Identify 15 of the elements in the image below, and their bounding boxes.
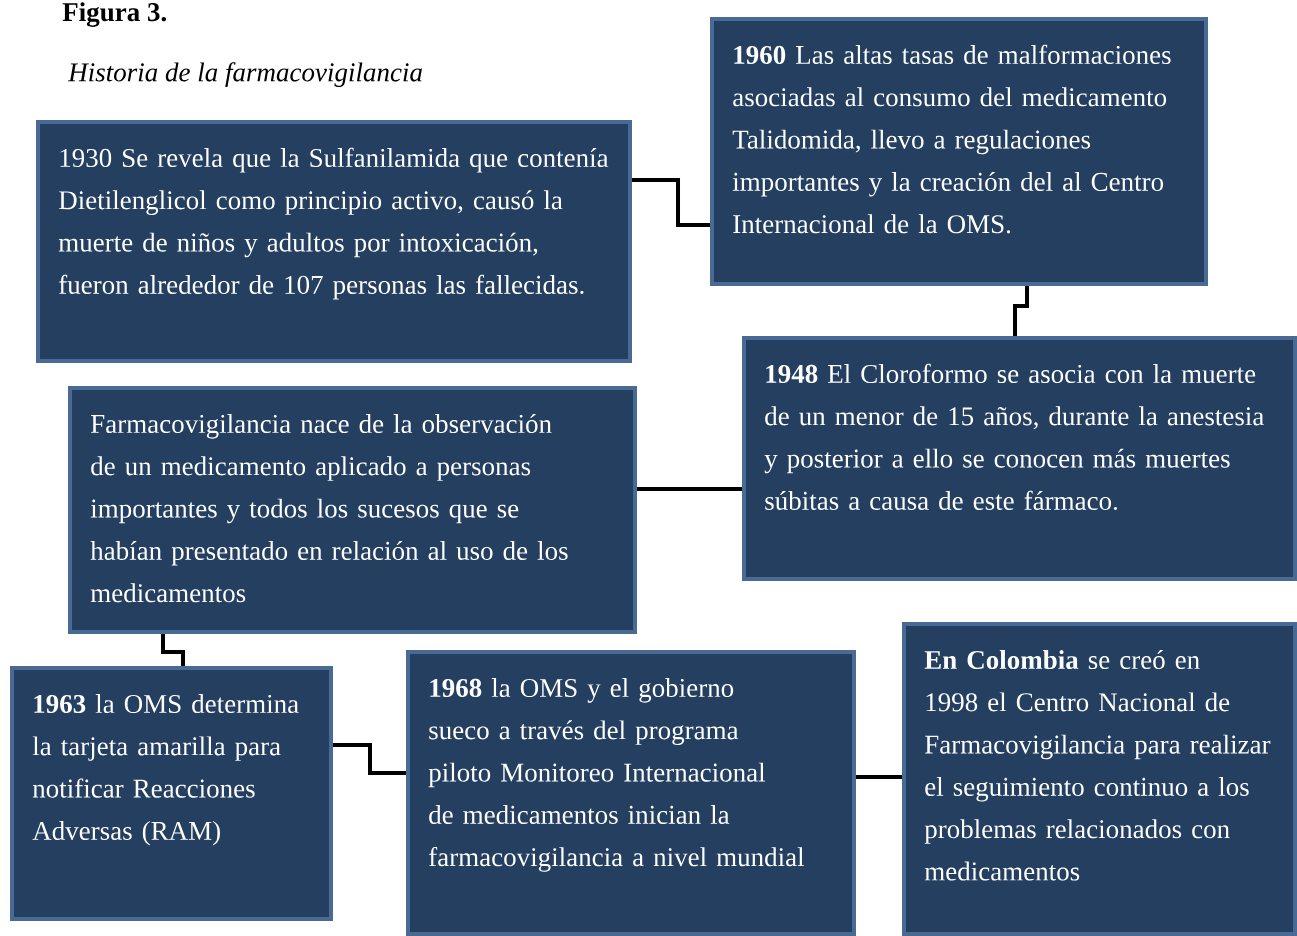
- timeline-box: Farmacovigilancia nace de la observación de un medicamento aplicado a personas importantes y todos los sucesos que se habían presentado en relación al uso de los medicamentos: [68, 386, 637, 634]
- timeline-box: En Colombia se creó en 1998 el Centro Nacional de Farmacovigilancia para realizar el seguimiento continuo a los problemas relacionados con medicamentos: [902, 622, 1297, 936]
- timeline-box: 1968 la OMS y el gobierno sueco a través del programa piloto Monitoreo Internacional de medicamentos inician la farmacovigilancia a nivel mundial: [406, 650, 856, 936]
- timeline-box: 1960 Las altas tasas de malformaciones asociadas al consumo del medicamento Talidomida, llevo a regulaciones importantes y la creación del al Centro Internacional de la OMS.: [710, 17, 1208, 286]
- timeline-box: 1963 la OMS determina la tarjeta amarilla para notificar Reacciones Adversas (RAM): [10, 666, 333, 921]
- connector-line: [856, 775, 902, 779]
- connector-line: [637, 487, 742, 491]
- timeline-box: 1930 Se revela que la Sulfanilamida que contenía Dietilenglicol como principio activo, causó la muerte de niños y adultos por intoxicación, fueron alrededor de 107 personas las fallecidas.: [36, 120, 632, 363]
- connector-line: [1013, 286, 1029, 336]
- connector-line: [333, 743, 406, 775]
- connector-line: [632, 178, 710, 227]
- figure-caption: Historia de la farmacovigilancia: [67, 62, 422, 87]
- figure-title: Figura 3.: [62, 2, 166, 27]
- timeline-box: 1948 El Cloroformo se asocia con la muerte de un menor de 15 años, durante la anestesia y posterior a ello se conocen más muertes súbitas a causa de este fármaco.: [742, 336, 1297, 581]
- connector-line: [161, 634, 185, 666]
